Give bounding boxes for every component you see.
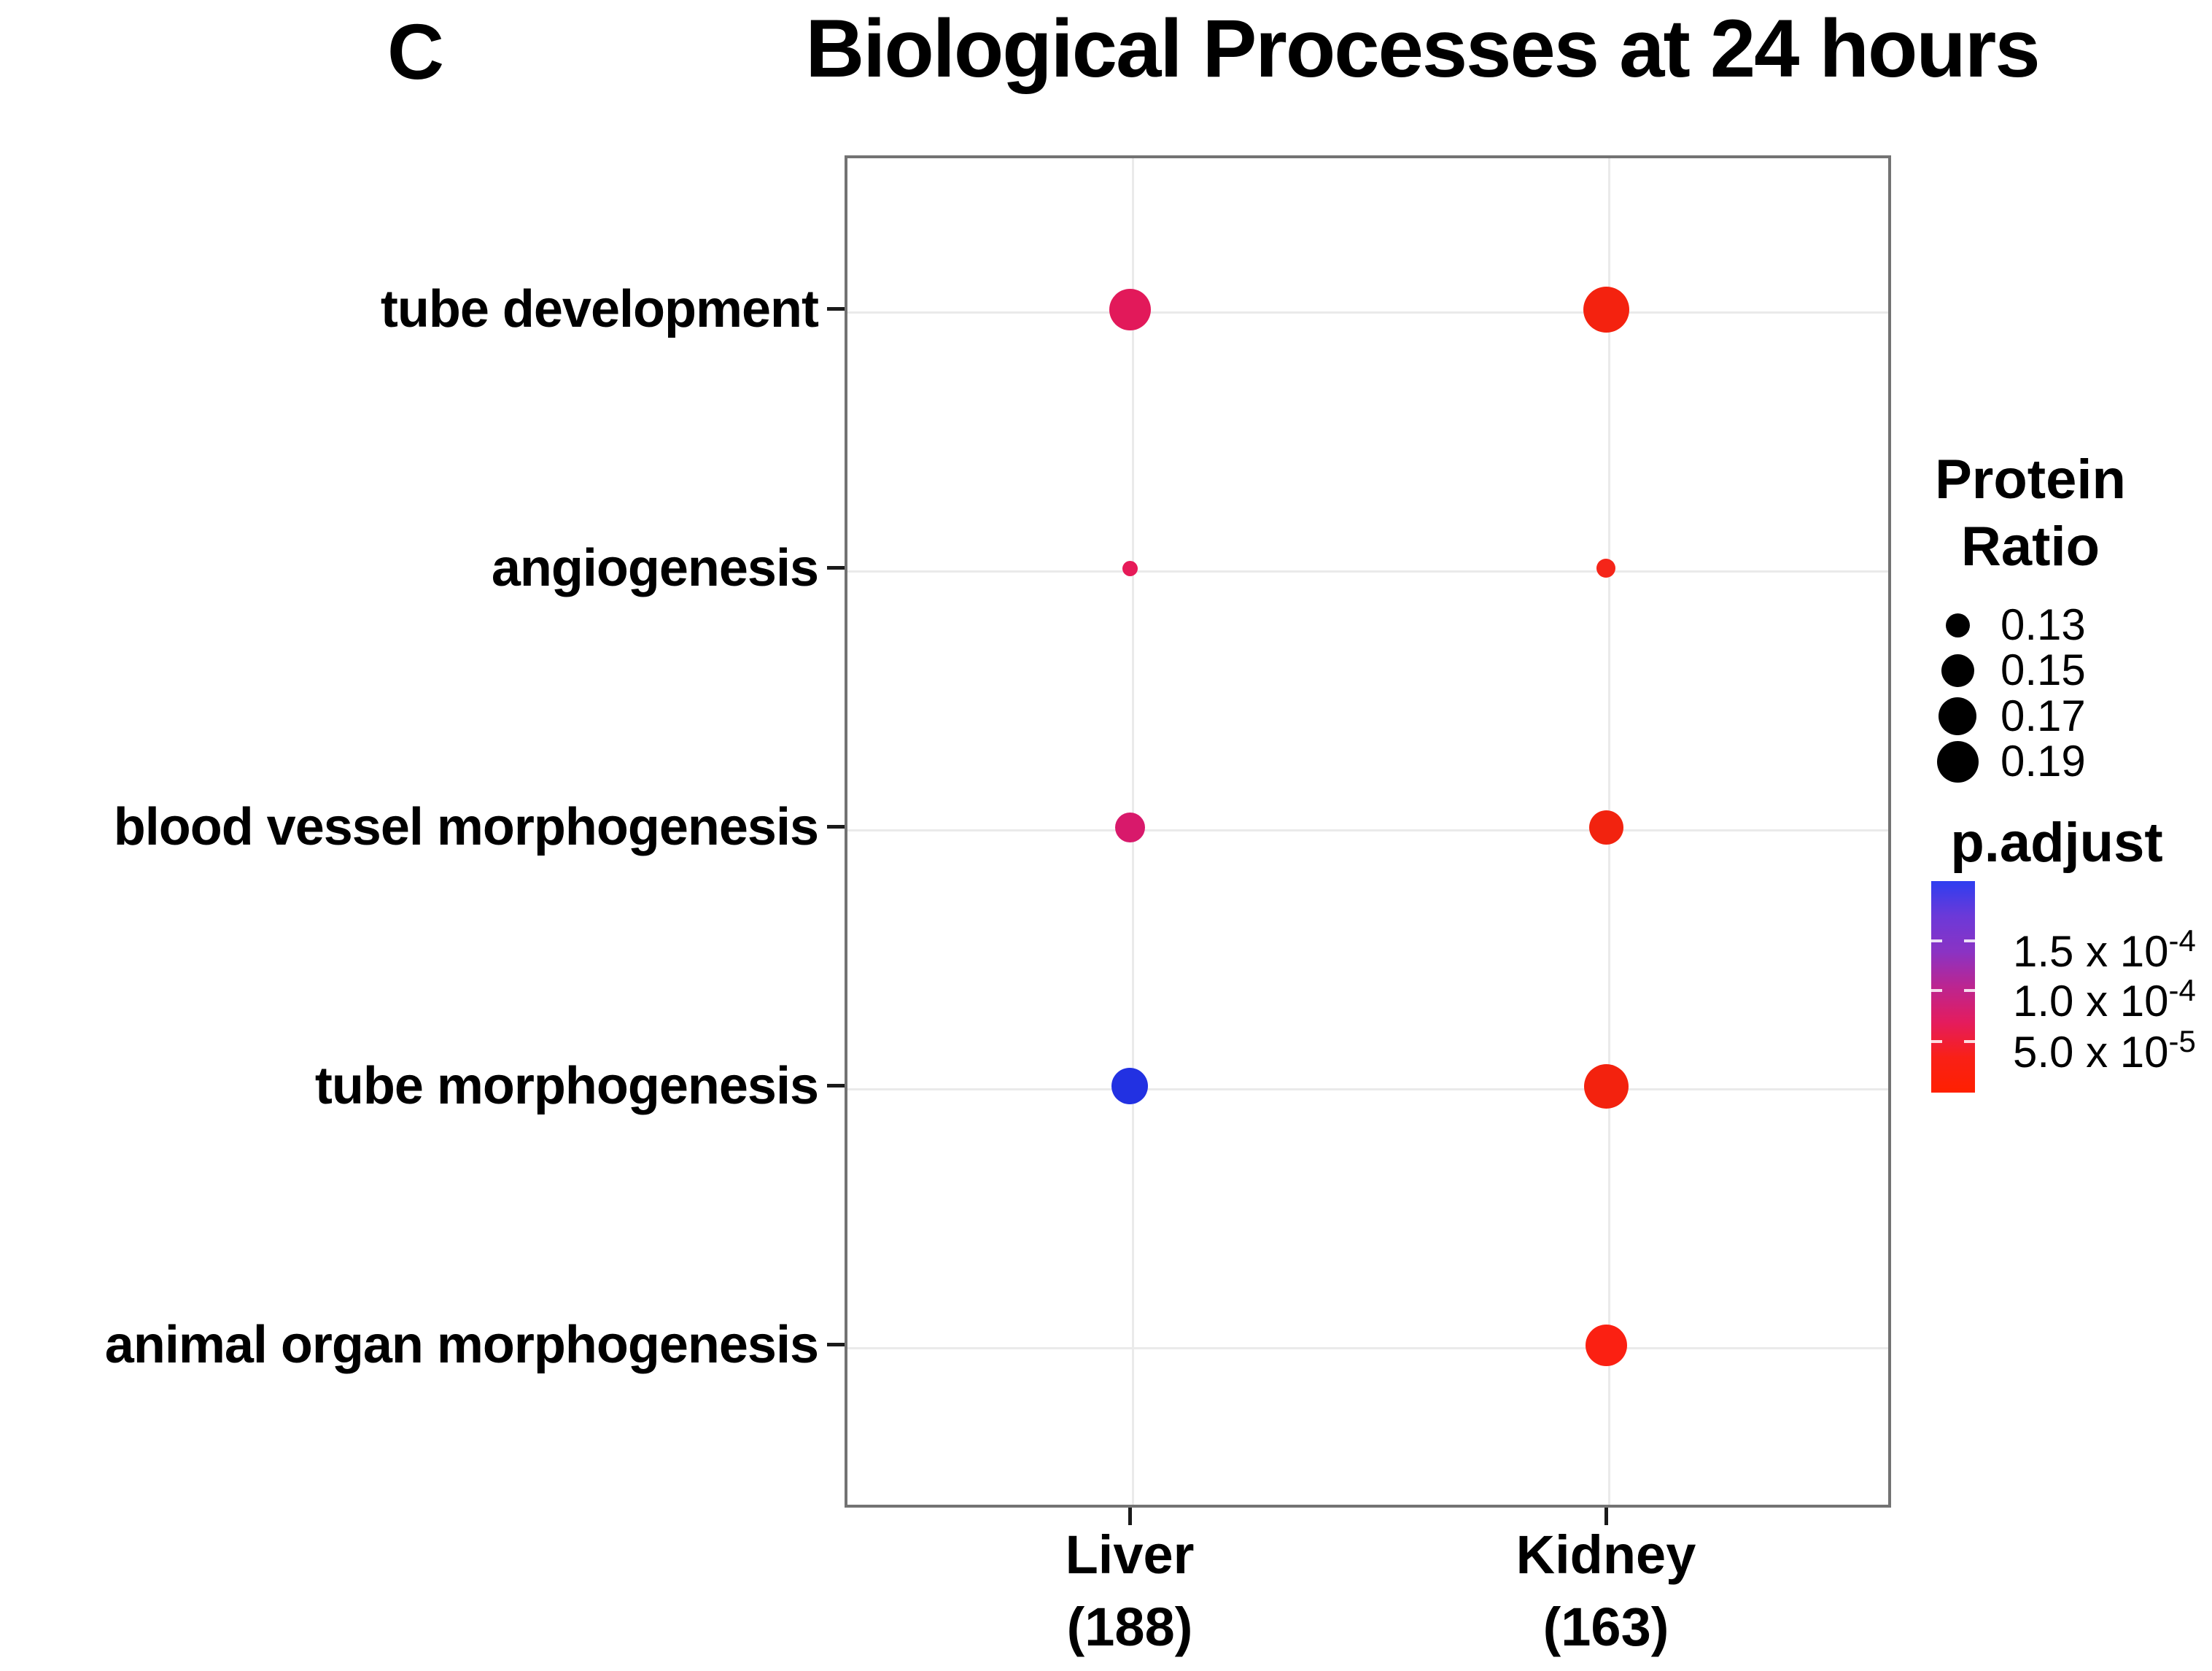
x-axis-tick-1 <box>1604 1508 1608 1525</box>
gridline-horizontal-row-3 <box>847 1087 1888 1090</box>
size-legend-value-0.13: 0.13 <box>2000 600 2086 649</box>
size-legend-value-0.15: 0.15 <box>2000 645 2086 694</box>
y-axis-tick-1 <box>827 566 845 570</box>
colorbar-label-1: 1.0 x 10-4 <box>2013 972 2196 1026</box>
size-legend-value-0.17: 0.17 <box>2000 691 2086 740</box>
x-axis-tick-0 <box>1128 1508 1132 1525</box>
data-point-liver-row-1 <box>1122 560 1138 576</box>
colorbar-label-0: 1.5 x 10-4 <box>2013 923 2196 977</box>
colorbar-tick <box>1964 939 1975 943</box>
size-legend-dot-0.19 <box>1936 740 1979 783</box>
size-legend-title-line: Protein <box>1935 449 2126 511</box>
y-axis-label-3: tube morphogenesis <box>314 1057 819 1115</box>
size-legend-dot-0.13 <box>1945 613 1970 637</box>
gridline-horizontal-row-0 <box>847 311 1888 314</box>
x-label-count: (163) <box>1542 1597 1669 1657</box>
size-legend-title-line: Ratio <box>1961 516 2100 578</box>
colorbar-tick <box>1964 1040 1975 1044</box>
data-point-kidney-row-0 <box>1583 286 1629 333</box>
y-axis-label-4: animal organ morphogenesis <box>104 1316 819 1374</box>
data-point-kidney-row-4 <box>1585 1324 1627 1366</box>
y-axis-label-1: angiogenesis <box>491 539 819 597</box>
p-adjust-colorbar <box>1931 881 1975 1093</box>
x-label-name: Liver <box>1065 1524 1195 1585</box>
data-point-kidney-row-3 <box>1583 1063 1629 1109</box>
x-axis-label-kidney: Kidney (163) <box>1424 1519 1788 1663</box>
data-point-liver-row-0 <box>1109 288 1151 330</box>
size-legend-dot-0.17 <box>1939 697 1976 735</box>
x-axis-label-liver: Liver (188) <box>947 1519 1312 1663</box>
size-legend-dot-0.15 <box>1941 654 1974 687</box>
chart-title: Biological Processes at 24 hours <box>805 3 2040 94</box>
data-point-liver-row-3 <box>1111 1068 1148 1104</box>
y-axis-tick-2 <box>827 825 845 829</box>
colorbar-tick <box>1931 988 1942 992</box>
panel-letter: C <box>387 7 444 96</box>
y-axis-label-2: blood vessel morphogenesis <box>113 798 819 856</box>
colorbar-tick <box>1931 939 1942 943</box>
y-axis-tick-3 <box>827 1084 845 1087</box>
plot-area <box>845 155 1891 1508</box>
colorbar-tick <box>1964 988 1975 992</box>
y-axis-tick-0 <box>827 307 845 311</box>
data-point-kidney-row-1 <box>1596 559 1615 578</box>
colorbar-tick <box>1931 1040 1942 1044</box>
x-label-count: (188) <box>1066 1597 1193 1657</box>
colorbar-label-2: 5.0 x 10-5 <box>2013 1024 2196 1077</box>
y-axis-tick-4 <box>827 1343 845 1346</box>
y-axis-label-0: tube development <box>380 280 819 338</box>
x-label-name: Kidney <box>1516 1524 1696 1585</box>
gridline-horizontal-row-1 <box>847 570 1888 573</box>
size-legend-value-0.19: 0.19 <box>2000 737 2086 786</box>
data-point-liver-row-2 <box>1114 812 1145 842</box>
gridline-horizontal-row-2 <box>847 829 1888 831</box>
data-point-kidney-row-2 <box>1588 810 1623 845</box>
color-legend-title: p.adjust <box>1950 812 2163 874</box>
gridline-horizontal-row-4 <box>847 1346 1888 1349</box>
